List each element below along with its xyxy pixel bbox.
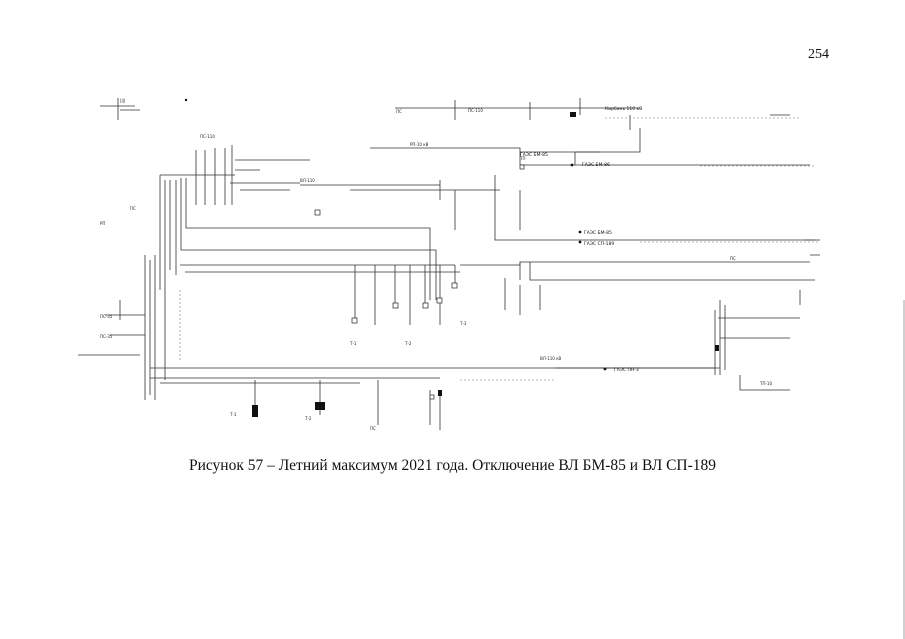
svg-text:Т-2: Т-2 [304, 416, 312, 421]
svg-text:РП: РП [100, 221, 105, 226]
svg-text:Т-1: Т-1 [349, 341, 357, 346]
svg-text:ПС: ПС [370, 426, 376, 431]
svg-text:ПС: ПС [130, 206, 136, 211]
substation-label: Кирбань 110 кВ [605, 106, 642, 112]
line-label-bm85-top: ГАЭС БМ-85 [520, 152, 548, 158]
figure-caption: Рисунок 57 – Летний максимум 2021 года. … [188, 457, 717, 474]
svg-text:ВЛ-110 кВ: ВЛ-110 кВ [540, 356, 562, 361]
line-label-sp189: ГАЭС СП-189 [584, 241, 614, 247]
svg-text:ПС-110: ПС-110 [200, 134, 215, 139]
svg-text:ПС-35: ПС-35 [100, 314, 113, 319]
line-label-pn3: ГАЭС ПН-3 [614, 367, 639, 373]
page-number: 254 [808, 47, 829, 62]
svg-text:ТП-10: ТП-10 [759, 381, 772, 386]
svg-text:Т-2: Т-2 [404, 341, 412, 346]
svg-text:ПС-110: ПС-110 [468, 108, 483, 113]
svg-text:ПС-35: ПС-35 [100, 334, 113, 339]
svg-text:||||: |||| [120, 98, 125, 103]
svg-text:ВЛ-110: ВЛ-110 [300, 178, 315, 183]
svg-text:Т-3: Т-3 [459, 321, 467, 326]
line-label-bm86: ГАЭС БМ-86 [582, 162, 610, 168]
svg-text:ПС: ПС [730, 256, 736, 261]
scan-edge [903, 300, 905, 639]
svg-text:Т-1: Т-1 [229, 412, 237, 417]
svg-text:ТП: ТП [519, 156, 525, 161]
svg-text:ПС: ПС [396, 109, 402, 114]
svg-text:РП-10 кВ: РП-10 кВ [410, 142, 429, 147]
line-label-bm85: ГАЭС БМ-85 [584, 230, 612, 236]
